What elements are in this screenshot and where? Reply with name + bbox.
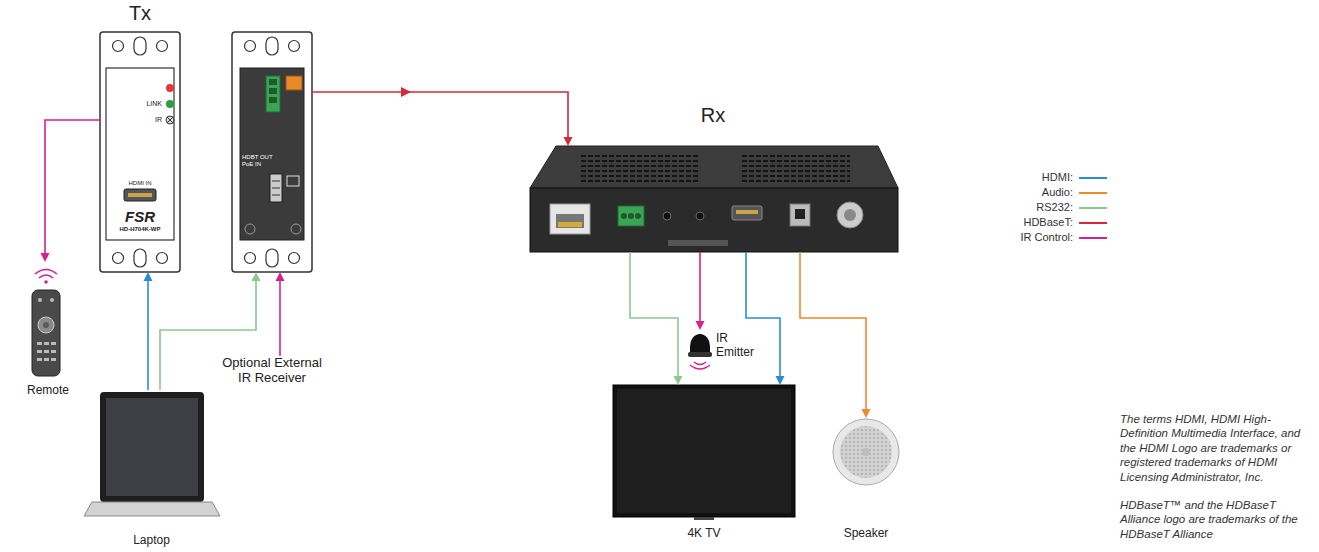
legend-label: Audio:	[980, 186, 1073, 199]
device-heading: Tx	[100, 2, 180, 25]
device-label: Remote	[10, 384, 86, 398]
legend-label: HDMI:	[980, 171, 1073, 184]
hdmi-cable	[746, 252, 785, 385]
arrowhead	[674, 376, 683, 385]
ir-emitter-node: IR Emitter	[686, 330, 766, 370]
tx-back-plate	[232, 32, 312, 272]
remote-control	[32, 270, 60, 377]
port-label: HDBT OUT PoE IN	[242, 154, 276, 168]
ir-control-line	[276, 272, 285, 356]
model-number: HD-H704K-WP	[100, 226, 180, 233]
tx-wall-plate: TxLINKIRHDMI INFSRHD-H704K-WP	[100, 32, 180, 272]
audio-cable	[800, 252, 871, 418]
rx-receiver	[530, 146, 898, 252]
arrowhead	[862, 409, 871, 418]
cable-line	[147, 280, 149, 390]
ir-control-line	[41, 120, 101, 262]
device-heading: Rx	[528, 104, 898, 127]
cable-line	[699, 252, 701, 322]
legend-swatch	[1079, 207, 1107, 209]
device-label: IR Emitter	[716, 332, 762, 360]
led-label: IR	[122, 116, 162, 124]
ir-control-line	[696, 252, 705, 330]
rx-receiver: Rx	[528, 146, 898, 252]
device-label: 4K TV	[608, 527, 800, 541]
speaker-illustration	[833, 419, 899, 485]
legend-swatch	[1079, 237, 1107, 239]
ir-receiver-node: Optional External IR Receiver	[216, 356, 328, 388]
cable-line	[630, 252, 678, 377]
arrowhead	[696, 321, 705, 330]
hdbaset-cable	[312, 92, 573, 146]
arrowhead	[564, 137, 573, 146]
arrowhead	[776, 376, 785, 385]
laptop-illustration	[84, 392, 220, 516]
port-label: HDMI IN	[100, 180, 180, 187]
hdmi-cable	[144, 272, 153, 390]
arrowhead	[276, 272, 285, 281]
legend-swatch	[1079, 222, 1107, 224]
tv-illustration	[613, 385, 795, 520]
arrowhead	[41, 253, 50, 262]
legend-swatch	[1079, 177, 1107, 179]
trademark-note: HDBaseT™ and the HDBaseT Alliance logo a…	[1120, 498, 1316, 541]
device-label: Optional External IR Receiver	[216, 356, 328, 386]
tv-node: 4K TV	[608, 385, 800, 545]
device-label: Speaker	[826, 527, 906, 541]
cable-line	[312, 92, 568, 138]
tx-back-plate: HDBT OUT PoE IN	[232, 32, 312, 272]
cable-line	[279, 280, 281, 356]
laptop-node: Laptop	[85, 390, 218, 550]
legend-swatch	[1079, 192, 1107, 194]
legend-label: HDBaseT:	[980, 216, 1073, 229]
cable-line	[800, 252, 866, 410]
legend-label: IR Control:	[980, 231, 1073, 244]
trademark-note: The terms HDMI, HDMI High-Definition Mul…	[1120, 412, 1316, 484]
brand-logo: FSR	[100, 208, 180, 225]
device-label: Laptop	[85, 534, 218, 548]
legend-label: RS232:	[980, 201, 1073, 214]
led-label: LINK	[122, 100, 162, 108]
rs232-cable	[630, 252, 683, 385]
arrowhead	[252, 272, 261, 281]
speaker-node: Speaker	[826, 418, 906, 545]
cable-line	[45, 120, 100, 254]
remote-node: Remote	[20, 262, 76, 398]
tx-front-plate	[100, 32, 180, 272]
ir-emitter-illustration	[688, 334, 712, 369]
arrowhead	[144, 272, 153, 281]
